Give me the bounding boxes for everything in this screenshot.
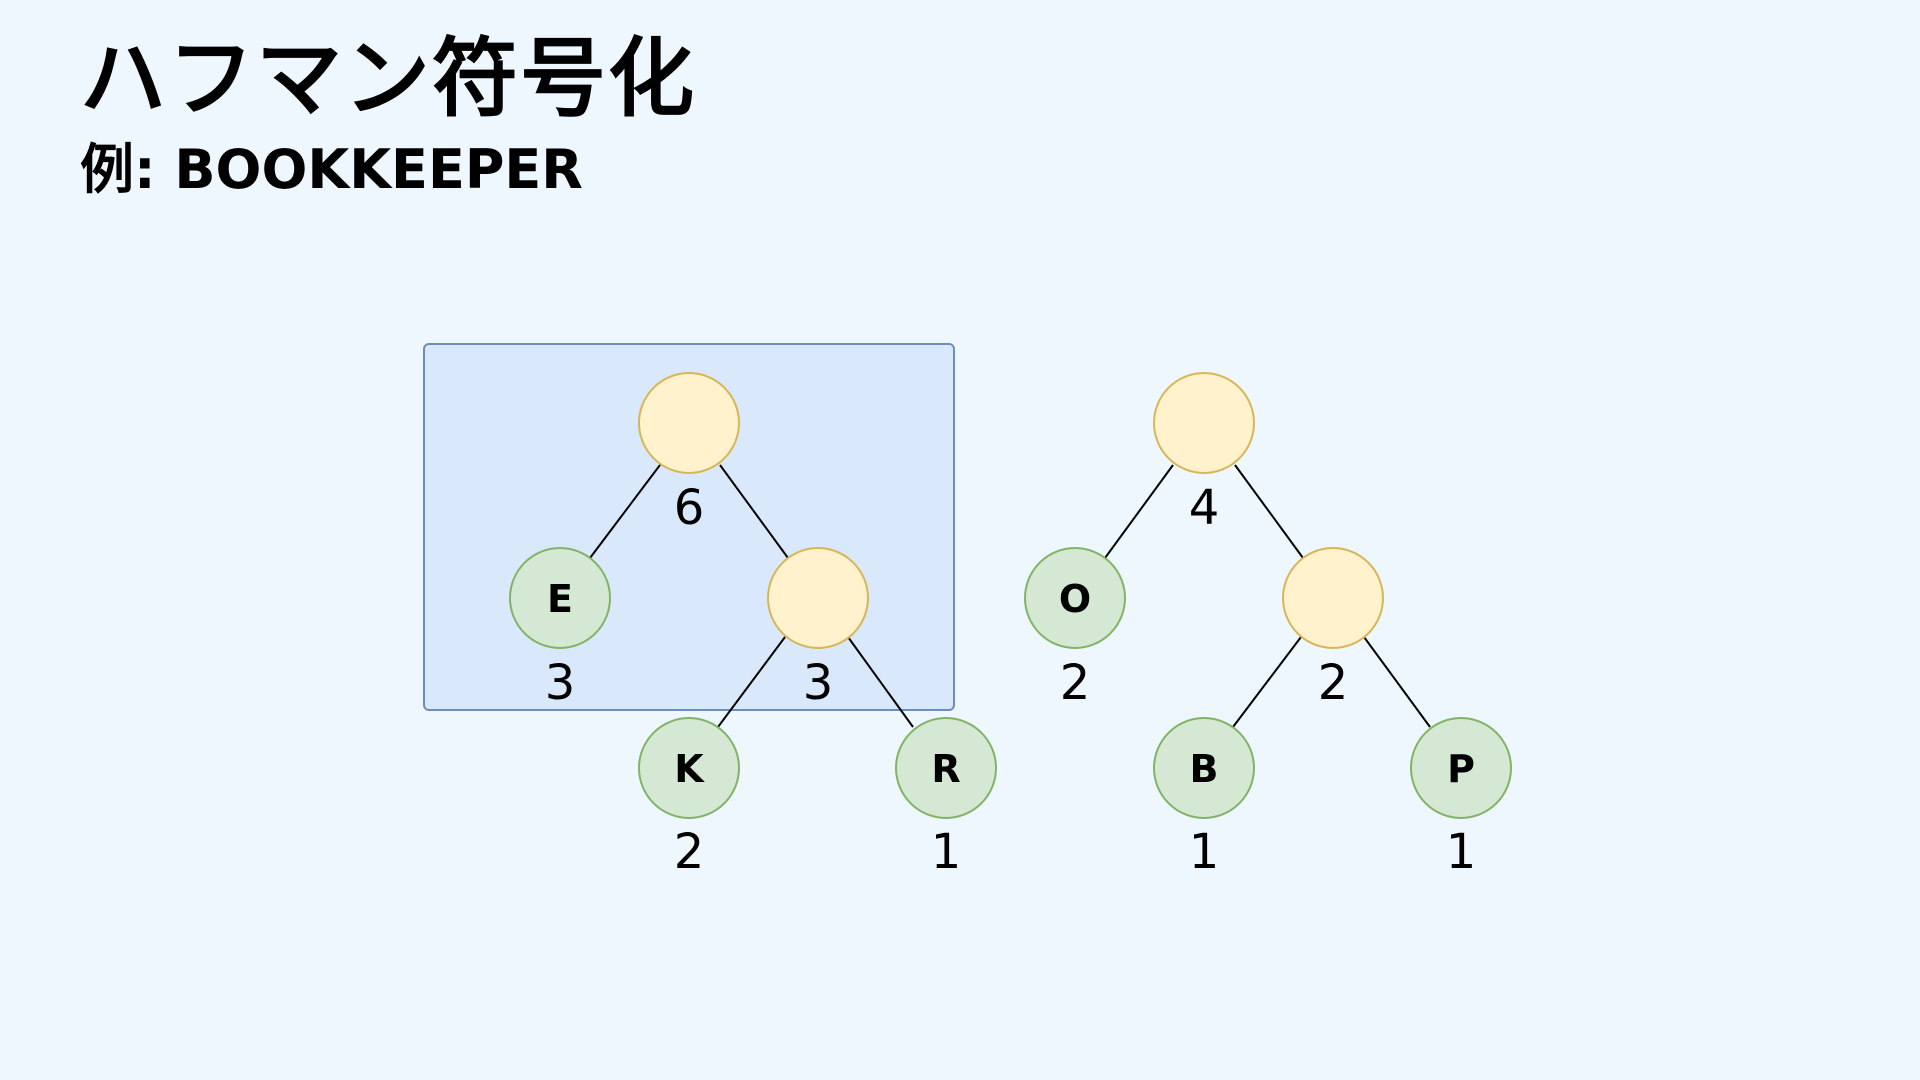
edge-internal-to-p bbox=[1363, 636, 1431, 728]
internal-weight: 3 bbox=[803, 655, 834, 711]
leaf-node-r bbox=[895, 717, 997, 819]
root-node bbox=[1153, 372, 1255, 474]
slide-subtitle: 例: BOOKKEEPER bbox=[80, 138, 583, 201]
leaf-node-p bbox=[1410, 717, 1512, 819]
edge-root-to-o bbox=[1104, 464, 1174, 559]
edge-internal-to-b bbox=[1232, 636, 1302, 728]
leaf-letter-r: R bbox=[931, 747, 960, 791]
internal-weight: 2 bbox=[1318, 655, 1349, 711]
root-weight: 4 bbox=[1189, 480, 1220, 536]
huffman-tree-1: 6 E 3 3 K 2 R 1 bbox=[509, 372, 997, 880]
leaf-weight-b: 1 bbox=[1189, 824, 1220, 880]
leaf-node-o bbox=[1024, 547, 1126, 649]
internal-node bbox=[1282, 547, 1384, 649]
leaf-letter-p: P bbox=[1447, 747, 1475, 791]
leaf-weight-r: 1 bbox=[931, 824, 962, 880]
leaf-weight-p: 1 bbox=[1446, 824, 1477, 880]
leaf-letter-b: B bbox=[1190, 747, 1219, 791]
edge-internal-to-k bbox=[717, 636, 786, 728]
leaf-weight-k: 2 bbox=[674, 824, 705, 880]
leaf-letter-e: E bbox=[547, 577, 573, 621]
edge-root-to-internal bbox=[719, 464, 789, 559]
root-weight: 6 bbox=[674, 480, 705, 536]
leaf-weight-e: 3 bbox=[545, 655, 576, 711]
slide-title: ハフマン符号化 bbox=[80, 29, 696, 129]
edge-root-to-internal bbox=[1234, 464, 1304, 559]
leaf-node-b bbox=[1153, 717, 1255, 819]
edge-root-to-e bbox=[589, 464, 661, 559]
internal-node bbox=[767, 547, 869, 649]
root-node bbox=[638, 372, 740, 474]
huffman-tree-2: 4 O 2 2 B 1 P 1 bbox=[1024, 372, 1512, 880]
leaf-weight-o: 2 bbox=[1060, 655, 1091, 711]
leaf-letter-o: O bbox=[1059, 577, 1091, 621]
leaf-node-e bbox=[509, 547, 611, 649]
leaf-letter-k: K bbox=[674, 747, 705, 791]
edge-internal-to-r bbox=[847, 636, 914, 728]
leaf-node-k bbox=[638, 717, 740, 819]
